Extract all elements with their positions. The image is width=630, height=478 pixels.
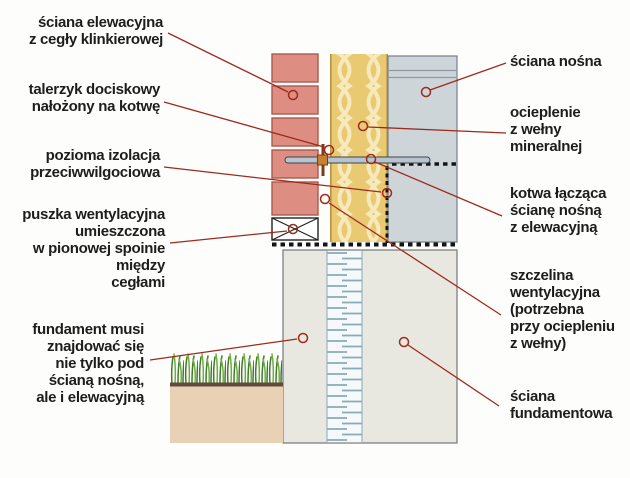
foundation-vent-channel [327,250,362,443]
label-talerzyk-dociskowy: talerzyk dociskowy nałożony na kotwę [28,81,161,115]
dot-talerzyk [323,144,335,156]
anchor-rod [284,156,431,164]
label-puszka-wentylacyjna: puszka wentylacyjna umieszczona w pionow… [22,206,165,291]
leader-szczelina [328,202,502,316]
label-fundament: fundament musi znajdować się nie tylko p… [32,321,144,406]
leader-sciana-elewacyjna [167,32,289,93]
dot-szczelina [319,193,331,205]
label-szczelina: szczelina wentylacyjna (potrzebna przy o… [510,267,615,352]
leader-pozioma-izolacja [163,166,382,193]
dot-sciana-elewacyjna [287,89,299,101]
pressure-plate [317,144,328,176]
load-bearing-wall [387,55,458,243]
label-sciana-nosna: ściana nośna [510,53,602,70]
leader-sciana-fundamentowa [407,344,500,407]
dot-pozioma-izolacja [381,187,393,199]
leader-kotwa [374,161,503,217]
label-ocieplenie: ocieplenie z wełny mineralnej [510,104,583,155]
leader-fundament [149,338,298,361]
label-pozioma-izolacja: pozioma izolacja przeciwwilgociowa [30,147,160,181]
dot-kotwa [365,153,377,165]
ventilation-box [271,217,319,241]
leader-lines [149,32,507,407]
foundation-wall [282,249,458,444]
leader-ocieplenie [367,126,507,134]
damp-proofing-membrane [272,162,456,247]
leader-sciana-nosna [429,62,507,91]
mineral-wool-insulation [330,54,388,242]
dot-sciana-nosna [420,86,432,98]
dot-fundament [297,332,309,344]
soil-surface-line [170,382,283,387]
dot-puszka [287,223,299,235]
leader-puszka [169,230,288,244]
dot-ocieplenie [357,120,369,132]
soil [170,386,283,443]
ground [170,351,283,443]
label-kotwa: kotwa łącząca ścianę nośną z elewacyjną [510,185,607,236]
label-sciana-fundamentowa: ściana fundamentowa [510,388,613,422]
grass [170,351,283,384]
leader-dots [287,86,432,348]
label-sciana-elewacyjna: ściana elewacyjna z cegły klinkierowej [28,14,163,48]
leader-talerzyk [163,101,325,148]
dot-sciana-fundamentowa [398,336,410,348]
